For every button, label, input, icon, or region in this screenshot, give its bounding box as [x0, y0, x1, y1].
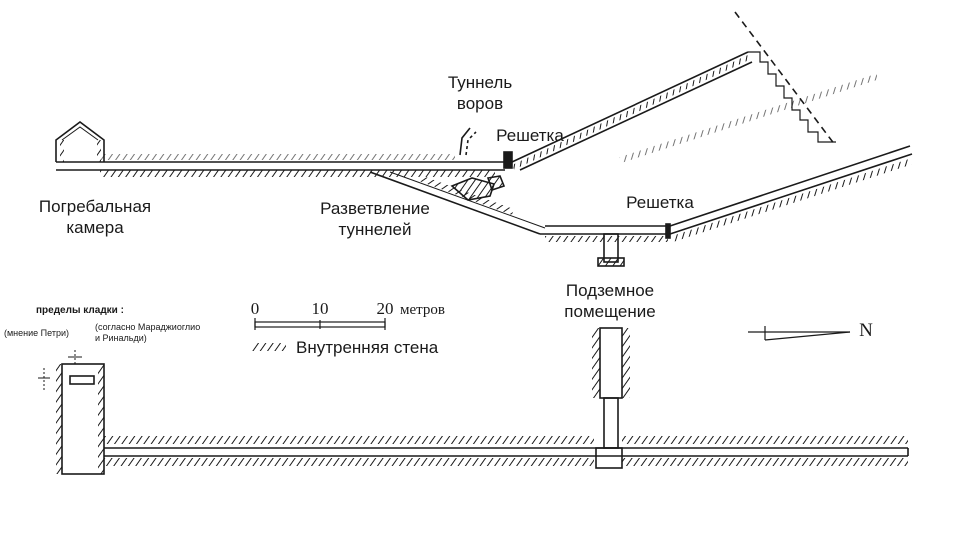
- section-view: [55, 11, 913, 267]
- lower-ascending-corridor: [619, 73, 913, 242]
- scale-unit: метров: [400, 302, 445, 318]
- plan-underground-room: [592, 327, 630, 469]
- label-underground-room-line2: помещение: [564, 302, 656, 321]
- legend-swatch-inner-wall: [252, 343, 286, 351]
- scale-bar: [254, 318, 386, 330]
- label-burial-chamber-line2: камера: [66, 218, 124, 237]
- label-underground-room: Подземное помещение: [550, 280, 670, 322]
- north-arrow: [748, 326, 851, 341]
- label-underground-room-line1: Подземное: [565, 281, 655, 300]
- label-petrie-note: (мнение Петри): [4, 328, 69, 338]
- label-burial-chamber: Погребальная камера: [20, 196, 170, 238]
- underground-room-shaft: [597, 233, 625, 267]
- label-thieves-tunnel-line1: Туннель: [447, 73, 513, 92]
- pyramid-outer-face: [734, 11, 836, 146]
- label-grate-lower: Решетка: [610, 192, 710, 213]
- north-label: N: [859, 320, 873, 341]
- grate-upper-block: [503, 151, 513, 169]
- plan-view: [38, 327, 909, 475]
- thieves-tunnel-structure: [459, 127, 477, 156]
- label-tunnel-fork-line1: Разветвление: [320, 199, 430, 218]
- ascending-corridor: [511, 51, 753, 171]
- label-maragioglio-line1: (согласно Мараджиоглио: [95, 322, 201, 332]
- scale-tick-0: 0: [250, 299, 260, 318]
- label-tunnel-fork: Разветвление туннелей: [305, 198, 445, 240]
- scale-tick-20: 20: [376, 299, 394, 318]
- main-horizontal-corridor: [56, 154, 505, 177]
- label-maragioglio-line2: и Ринальди): [95, 333, 147, 343]
- label-masonry-limits: пределы кладки :: [36, 305, 124, 316]
- label-burial-chamber-line1: Погребальная: [38, 197, 152, 216]
- label-thieves-tunnel: Туннель воров: [430, 72, 530, 114]
- fork-block: [450, 175, 506, 201]
- label-grate-upper: Решетка: [480, 125, 580, 146]
- label-maragioglio-note: (согласно Мараджиоглио и Ринальди): [95, 322, 200, 344]
- plan-burial-chamber: [56, 363, 105, 475]
- scale-tick-10: 10: [311, 299, 329, 318]
- legend-inner-wall-label: Внутренняя стена: [296, 338, 439, 357]
- masonry-limit-markers: [38, 350, 82, 390]
- burial-chamber-structure: [55, 121, 105, 162]
- grate-lower-block: [665, 223, 671, 239]
- label-grate-upper-text: Решетка: [496, 126, 564, 145]
- label-tunnel-fork-line2: туннелей: [338, 220, 412, 239]
- label-thieves-tunnel-line2: воров: [456, 94, 504, 113]
- label-grate-lower-text: Решетка: [626, 193, 694, 212]
- plan-long-corridor: [104, 436, 909, 466]
